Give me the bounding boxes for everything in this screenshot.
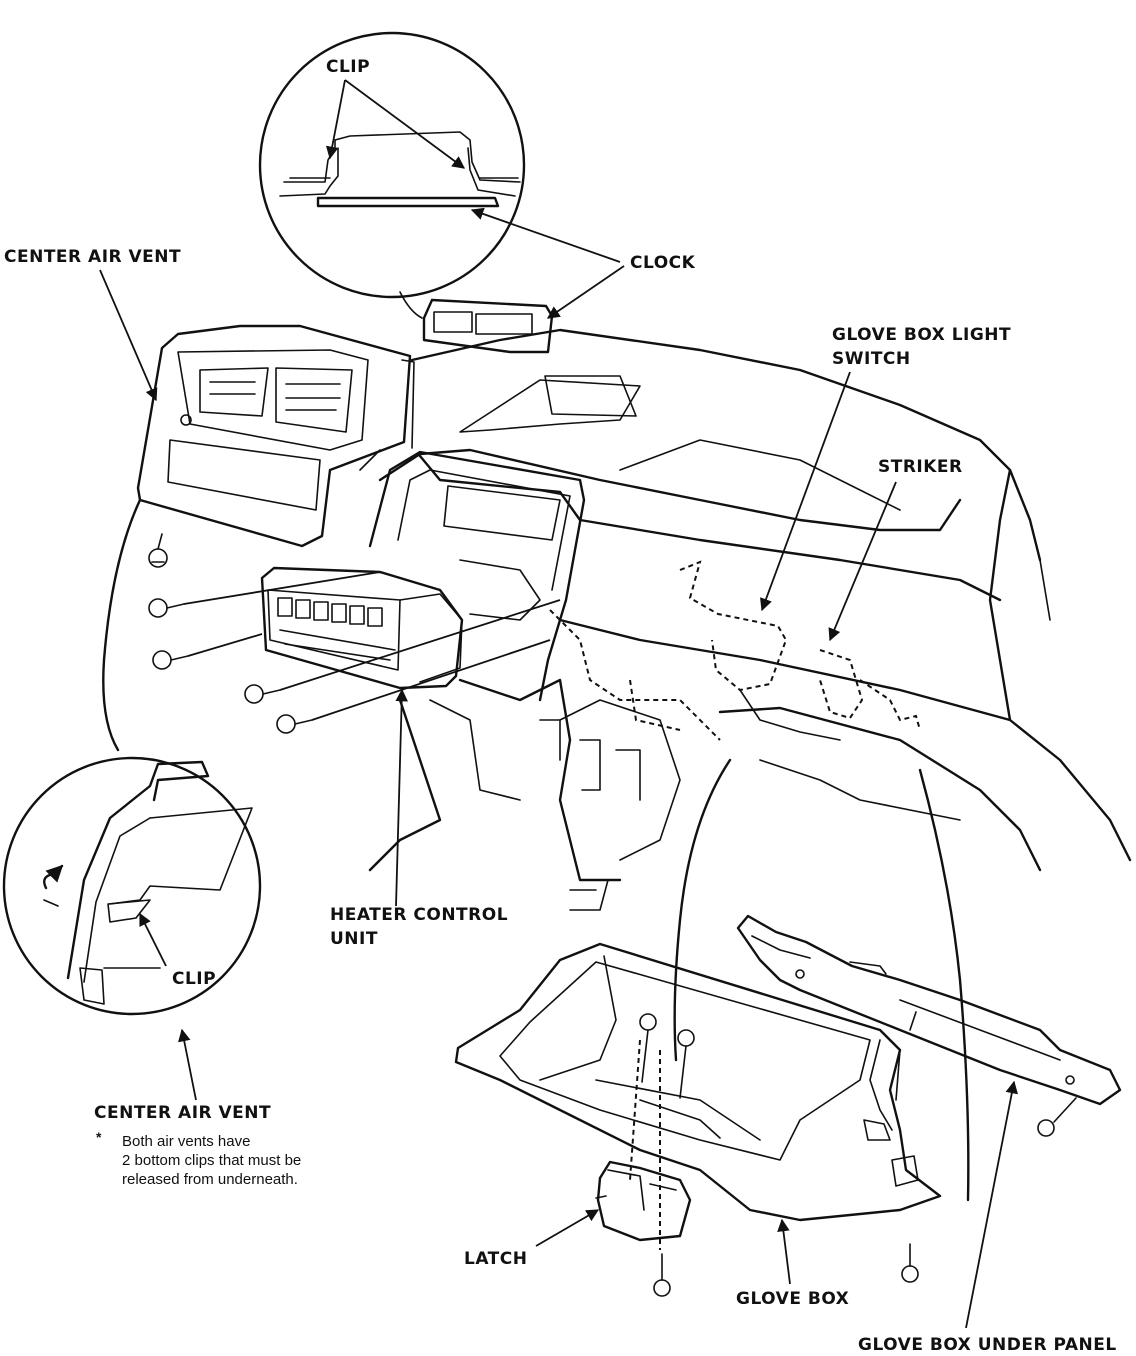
label-clock: CLOCK xyxy=(630,253,696,273)
clock-clip-detail-circle xyxy=(258,31,526,299)
glove-box-under-panel xyxy=(736,914,1122,1106)
screw-icon xyxy=(1037,1097,1077,1137)
clock-unit xyxy=(399,291,554,354)
label-striker: STRIKER xyxy=(878,457,963,477)
label-clip-bottom: CLIP xyxy=(172,969,217,989)
air-vent-note: * Both air vents have 2 bottom clips tha… xyxy=(96,1129,302,1189)
screw-icon xyxy=(901,1243,919,1283)
dashboard-outline xyxy=(378,328,1132,862)
glove-box xyxy=(454,942,942,1222)
mounting-screws xyxy=(148,533,561,734)
screw-icon xyxy=(653,1253,671,1297)
screw-icon xyxy=(276,714,313,734)
screw-icon xyxy=(152,650,189,670)
screw-icon xyxy=(244,684,281,704)
latch xyxy=(595,1160,692,1242)
detail-connector-line xyxy=(102,498,142,752)
label-clip-top: CLIP xyxy=(326,57,371,77)
label-glove-box-light-switch-line2: SWITCH xyxy=(832,349,911,369)
label-heater-control-unit-line2: UNIT xyxy=(330,929,378,949)
label-center-air-vent-top: CENTER AIR VENT xyxy=(4,247,182,267)
label-latch: LATCH xyxy=(464,1249,528,1269)
screw-icon xyxy=(148,533,168,568)
center-console-frame xyxy=(368,450,681,911)
label-glove-box: GLOVE BOX xyxy=(736,1289,850,1309)
label-center-air-vent-bottom: CENTER AIR VENT xyxy=(94,1103,272,1123)
glove-box-light-switch-and-striker xyxy=(549,560,921,741)
label-glove-box-light-switch-line1: GLOVE BOX LIGHT xyxy=(832,325,1012,345)
label-heater-control-unit-line1: HEATER CONTROL xyxy=(330,905,509,925)
note-line-3: released from underneath. xyxy=(122,1171,298,1188)
lower-dash-panel xyxy=(558,618,1042,1202)
note-line-2: 2 bottom clips that must be xyxy=(122,1152,302,1169)
heater-control-unit xyxy=(260,566,464,690)
glove-box-screws xyxy=(629,1013,1077,1297)
note-bullet: * xyxy=(96,1129,102,1145)
screw-icon xyxy=(639,1013,657,1083)
leader-lines xyxy=(99,79,1019,1329)
screw-icon xyxy=(677,1029,695,1099)
air-vent-clip-detail-circle xyxy=(2,756,262,1016)
screw-icon xyxy=(148,598,185,618)
note-line-1: Both air vents have xyxy=(122,1133,251,1150)
center-air-vent-assembly xyxy=(136,324,415,548)
label-glove-box-under-panel: GLOVE BOX UNDER PANEL xyxy=(858,1335,1117,1355)
